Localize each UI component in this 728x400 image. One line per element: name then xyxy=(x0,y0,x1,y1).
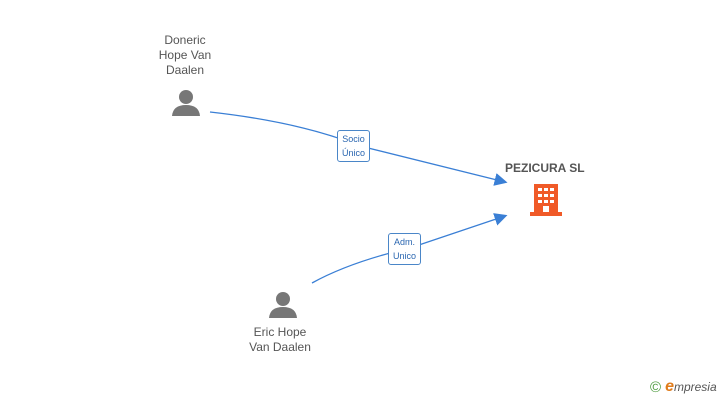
edge-label-socio-unico: Socio Único xyxy=(337,130,371,162)
building-icon[interactable] xyxy=(530,182,562,216)
person-icon[interactable] xyxy=(268,290,298,320)
person-name-doneric[interactable]: Doneric Hope Van Daalen xyxy=(158,33,212,77)
edge-label-adm-unico: Adm. Unico xyxy=(388,233,422,265)
person-name-eric[interactable]: Eric Hope Van Daalen xyxy=(249,325,311,354)
company-name[interactable]: PEZICURA SL xyxy=(505,161,585,175)
copyright-icon: © xyxy=(650,378,662,396)
person-icon[interactable] xyxy=(171,88,201,118)
